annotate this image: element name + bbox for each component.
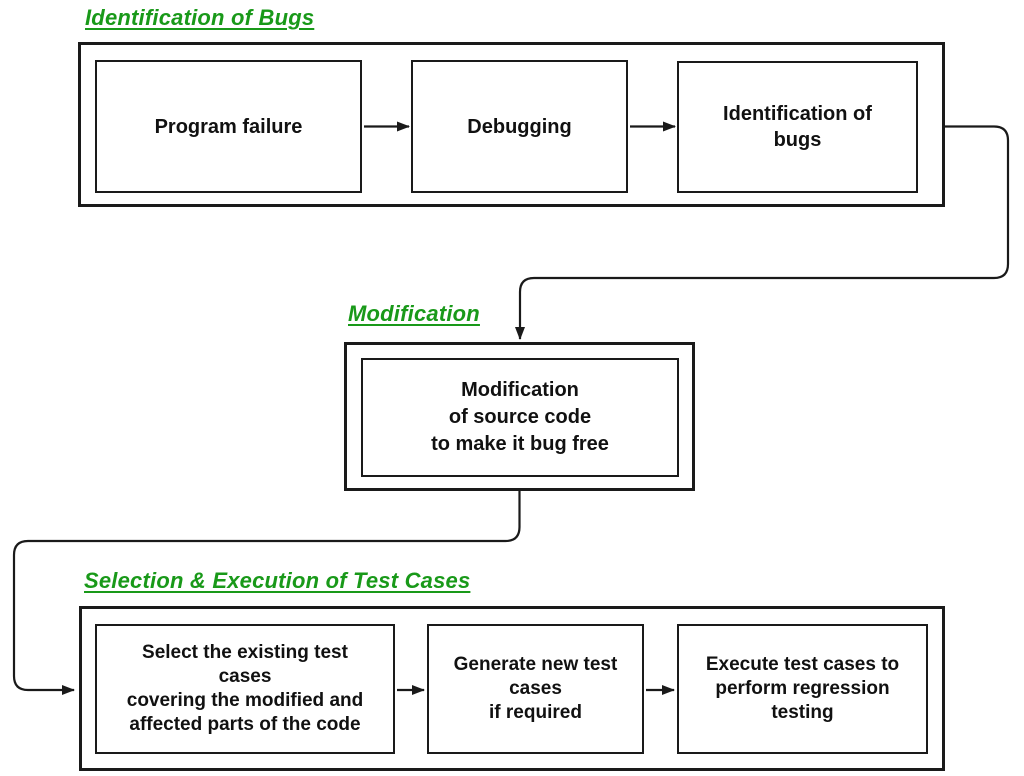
flow-box-select-existing-test-cases: Select the existing test cases covering … [95,624,395,754]
flow-box-modification-of-source-code: Modification of source code to make it b… [361,358,679,477]
flow-box-program-failure: Program failure [95,60,362,193]
flow-box-debugging: Debugging [411,60,628,193]
flow-box-generate-new-test-cases: Generate new test cases if required [427,624,644,754]
section-heading-modification: Modification [348,301,480,326]
flow-box-identification-of-bugs: Identification of bugs [677,61,918,193]
section-heading-identification-of-bugs: Identification of Bugs [85,5,315,30]
section-heading-selection-execution-test-cases: Selection & Execution of Test Cases [84,568,471,593]
flow-box-execute-test-cases: Execute test cases to perform regression… [677,624,928,754]
